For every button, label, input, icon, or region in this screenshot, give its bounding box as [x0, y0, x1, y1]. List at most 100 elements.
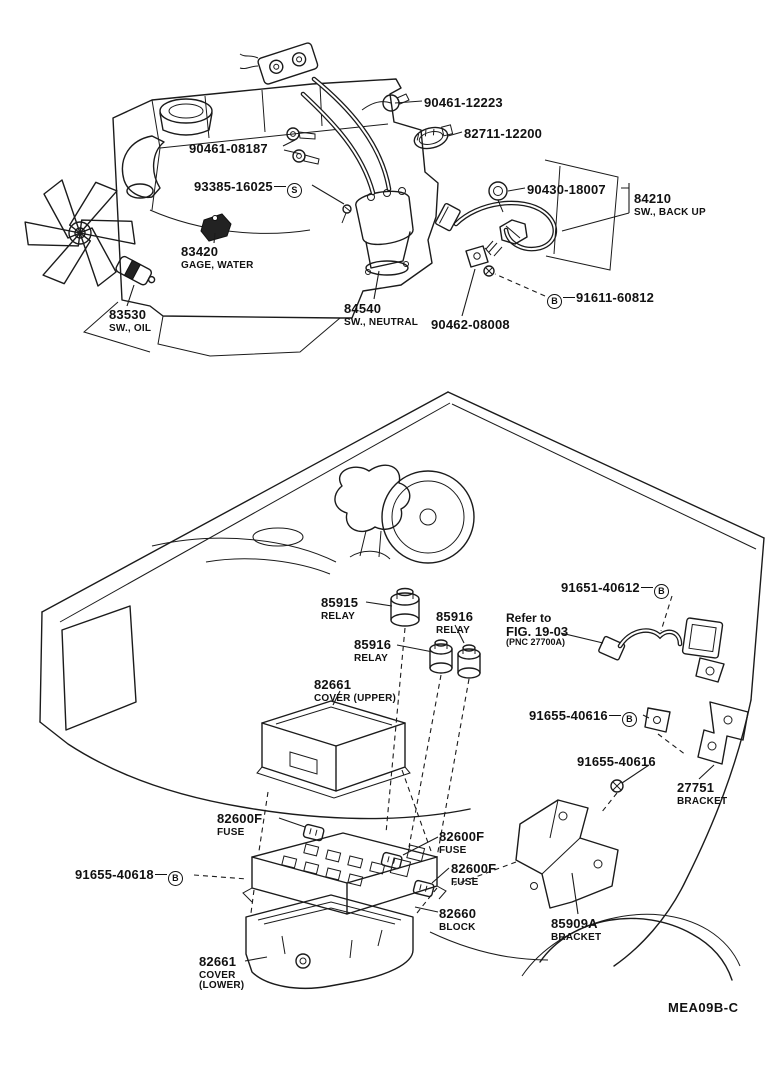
callout-83420: 83420 GAGE, WATER — [181, 244, 254, 271]
relay-85916-left-drawing — [429, 639, 453, 674]
part-number: 91655-40618 — [75, 867, 154, 882]
relay-85915-drawing — [390, 587, 420, 627]
callout-85915: 85915 RELAY — [321, 595, 358, 622]
callout-82660: 82660 BLOCK — [439, 906, 476, 933]
callout-90430-18007: 90430-18007 — [527, 182, 606, 199]
part-number: 84540 — [344, 301, 382, 316]
part-description: COVER — [199, 969, 236, 981]
callout-85916-right: 85916 RELAY — [436, 609, 473, 636]
callout-82600F-a: 82600F FUSE — [217, 811, 262, 838]
callout-82600F-c: 82600F FUSE — [451, 861, 496, 888]
part-description-2: (LOWER) — [199, 980, 245, 992]
refer-line-3: (PNC 27700A) — [506, 637, 566, 648]
figure-code: MEA09B-C — [668, 1000, 739, 1015]
brake-booster-drawing — [381, 470, 475, 564]
part-description: COVER (UPPER) — [314, 692, 397, 704]
callout-83530: 83530 SW., OIL — [109, 307, 151, 334]
part-number: 82711-12200 — [464, 126, 543, 141]
dash-connector — [608, 715, 621, 716]
harness-bracket-drawing — [465, 245, 489, 268]
fuse-82600F-b-drawing — [380, 851, 403, 870]
callout-82661-lower: 82661 COVER (LOWER) — [199, 954, 244, 992]
ring-terminals-drawing — [286, 127, 320, 165]
part-number: 85916 — [354, 637, 392, 652]
right-body-panel-drawing — [544, 159, 619, 271]
engine-harness-drawing — [300, 76, 392, 196]
part-number: 90461-12223 — [424, 95, 503, 110]
callout-90462-08008: 90462-08008 — [431, 317, 510, 334]
oil-pressure-switch-drawing — [115, 255, 156, 286]
dash-connector — [154, 874, 167, 875]
part-number: 90462-08008 — [431, 317, 510, 332]
filler-neck-drawing — [159, 98, 213, 136]
part-number: 85909A — [551, 916, 598, 931]
callout-91651-40612: 91651-40612 B — [561, 580, 669, 600]
callout-27751: 27751 BRACKET — [677, 780, 727, 807]
part-number: 82600F — [451, 861, 497, 876]
part-number: 90430-18007 — [527, 182, 606, 197]
part-description: FUSE — [439, 844, 467, 856]
bolt-drawing — [610, 779, 624, 793]
part-number: 82660 — [439, 906, 477, 921]
dash-connector — [640, 587, 653, 588]
bolt-marker-icon: B — [621, 712, 637, 728]
part-number: 91655-40616 — [529, 708, 608, 723]
callout-93385-16025: 93385-16025 S — [194, 179, 302, 199]
lower-cover-drawing — [245, 894, 414, 989]
callout-90461-08187: 90461-08187 — [189, 141, 268, 158]
dash-connector — [563, 297, 575, 298]
part-number: 83420 — [181, 244, 219, 259]
callout-90461-12223: 90461-12223 — [424, 95, 503, 112]
callout-84540: 84540 SW., NEUTRAL — [344, 301, 418, 328]
water-temp-gauge-sender-drawing — [200, 213, 232, 242]
fuse-82600F-c-drawing — [412, 879, 435, 898]
bracket-85909A-drawing — [515, 799, 619, 909]
part-description: SW., OIL — [109, 322, 152, 334]
part-description: BLOCK — [439, 921, 476, 933]
fuse-82600F-a-drawing — [302, 823, 325, 842]
part-number: 90461-08187 — [189, 141, 268, 156]
neutral-switch-distributor-drawing — [341, 187, 414, 276]
callout-85909A: 85909A BRACKET — [551, 916, 601, 943]
harness-connector-drawing — [239, 42, 319, 85]
master-cylinder-blob-drawing — [334, 464, 411, 560]
callout-refer-fig-19-03: Refer to FIG. 19-03 (PNC 27700A) — [506, 612, 568, 648]
dash-connector — [273, 186, 286, 187]
backup-switch-assembly-drawing — [434, 181, 558, 257]
screw-marker-icon: S — [286, 183, 302, 199]
pigtail-connector-drawing — [598, 617, 725, 683]
dashed-assembly-lines — [193, 273, 687, 914]
part-number: 91651-40612 — [561, 580, 640, 595]
part-number: 85916 — [436, 609, 474, 624]
hose-clamp-drawing — [413, 124, 454, 150]
bracket-27751-drawing — [697, 701, 749, 765]
upper-cover-drawing — [256, 700, 411, 799]
part-description: SW., BACK UP — [634, 206, 706, 218]
part-number: 93385-16025 — [194, 179, 273, 194]
engine-block-drawing — [82, 78, 439, 357]
refer-line-1: Refer to — [506, 611, 552, 625]
part-description: SW., NEUTRAL — [344, 316, 419, 328]
callout-91655-40618: 91655-40618 B — [75, 867, 183, 887]
water-inlet-pipe-drawing — [121, 135, 165, 199]
refer-line-2: FIG. 19-03 — [506, 623, 569, 639]
bolt-marker-icon: B — [653, 584, 669, 600]
backup-switch-bolt-drawing — [483, 265, 495, 277]
callout-84210: 84210 SW., BACK UP — [634, 191, 706, 218]
part-number: 91655-40616 — [577, 754, 656, 769]
fuse-block-drawing — [242, 832, 447, 915]
part-number: 85915 — [321, 595, 359, 610]
bolt-marker-icon: B — [167, 871, 183, 887]
part-description: FUSE — [217, 826, 245, 838]
part-number: 82661 — [314, 677, 352, 692]
part-number: 82600F — [439, 829, 485, 844]
part-number: 82600F — [217, 811, 263, 826]
part-number: 82661 — [199, 954, 237, 969]
part-description: BRACKET — [551, 931, 602, 943]
callout-82661-upper: 82661 COVER (UPPER) — [314, 677, 396, 704]
part-description: RELAY — [354, 652, 388, 664]
relay-85916-right-drawing — [457, 644, 481, 679]
